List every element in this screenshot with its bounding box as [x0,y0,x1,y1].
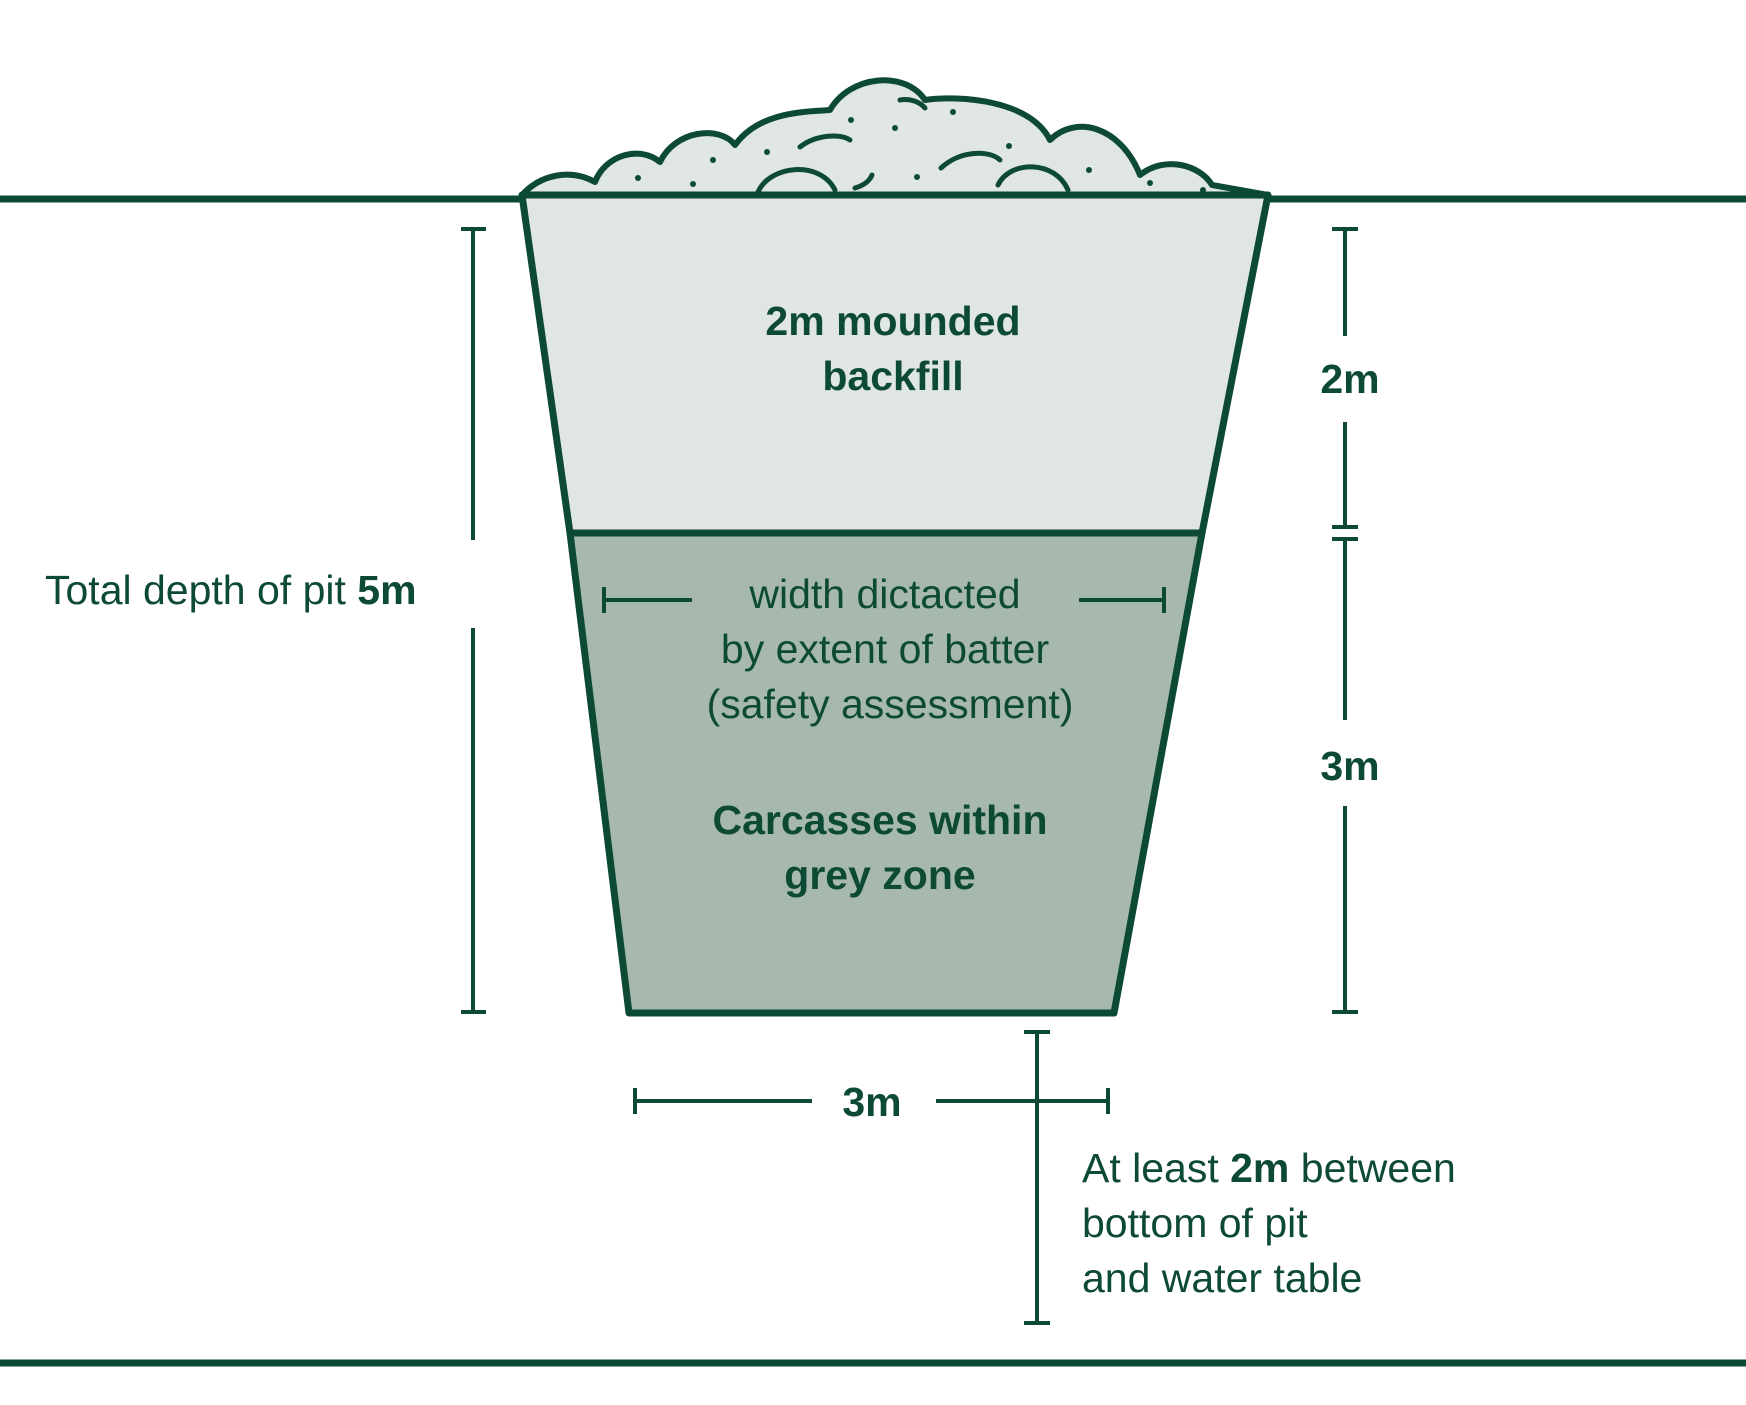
total-depth-prefix: Total depth of pit [45,567,357,613]
bottom-width-dimension [633,1088,1110,1114]
water-prefix: At least [1082,1145,1230,1191]
right-top-dim-label: 2m [1320,356,1379,402]
right-bottom-dim-label: 3m [1320,743,1379,789]
water-label-line3: and water table [1082,1255,1362,1301]
backfill-label-line2: backfill [822,353,963,399]
bottom-width-dim-label: 3m [842,1079,901,1125]
mound-texture [755,97,1071,195]
water-suffix: between [1289,1145,1455,1191]
water-label-line2: bottom of pit [1082,1200,1308,1246]
total-depth-label: Total depth of pit 5m [45,567,417,613]
water-table-dimension [1024,1030,1050,1325]
total-depth-dimension [461,227,486,1014]
width-label-line3: (safety assessment) [707,681,1074,727]
water-value: 2m [1230,1145,1289,1191]
backfill-label-line1: 2m mounded [765,298,1020,344]
total-depth-value: 5m [357,567,416,613]
mound-dots [635,109,1206,193]
carcass-zone [566,529,1206,1017]
right-depth-dimension [1332,227,1358,1014]
carcass-label-line2: grey zone [784,852,975,898]
width-label-line1: width dictacted [748,571,1020,617]
backfill-mound [519,77,1271,198]
carcass-label-line1: Carcasses within [713,797,1048,843]
width-label-line2: by extent of batter [721,626,1049,672]
batter-width-dimension [602,587,1166,613]
water-label-line1: At least 2m between [1082,1145,1456,1191]
